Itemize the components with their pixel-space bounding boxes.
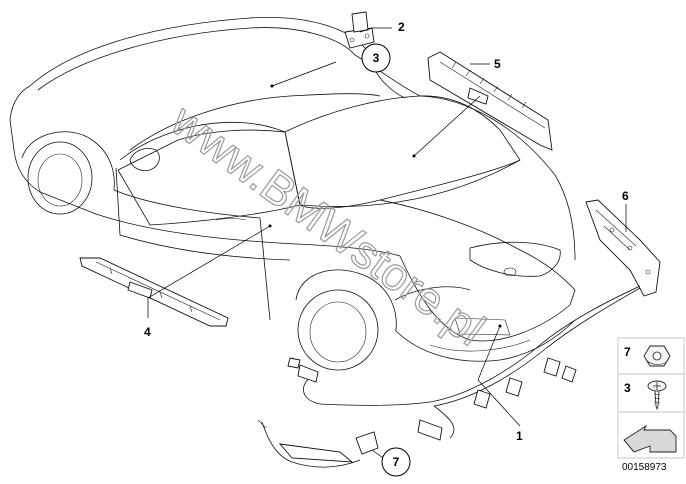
circled-callout-3: 3 — [361, 43, 391, 73]
part-4-sill-cable — [79, 257, 229, 327]
svg-text:3: 3 — [373, 51, 380, 65]
part-5-cover — [427, 51, 553, 151]
callout-2: 2 — [398, 20, 405, 34]
callout-4: 4 — [144, 325, 151, 339]
leader-lines — [147, 27, 627, 461]
callout-6: 6 — [622, 189, 629, 203]
nut-icon — [643, 345, 671, 367]
part-2-bracket — [344, 11, 375, 49]
part-6-harness — [585, 199, 661, 297]
part-lower-wire — [257, 419, 379, 468]
arrow-icon — [623, 424, 677, 453]
callout-1: 1 — [516, 429, 523, 443]
legend-panel: 7 3 00158973 — [617, 337, 685, 473]
legend-label-3: 3 — [624, 381, 631, 395]
callout-5: 5 — [494, 57, 501, 71]
svg-text:7: 7 — [393, 455, 400, 469]
part-1-bumper-harness — [287, 285, 641, 441]
mount-points — [268, 84, 502, 328]
doc-number: 00158973 — [622, 462, 667, 473]
legend-label-7: 7 — [624, 345, 631, 359]
circled-callout-7: 7 — [381, 447, 411, 477]
car-outline — [9, 17, 576, 371]
screw-icon — [647, 380, 667, 411]
